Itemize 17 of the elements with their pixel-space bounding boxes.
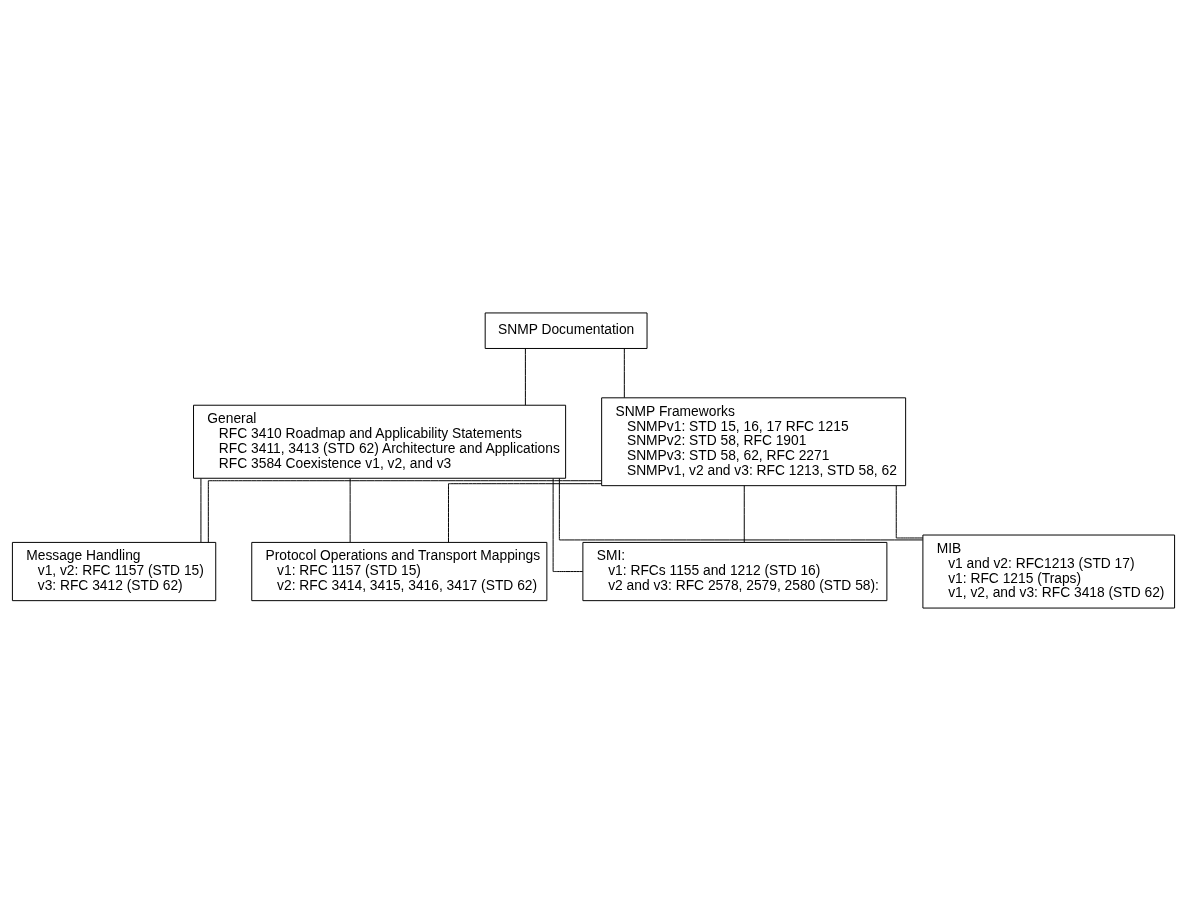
connector [895, 485, 924, 539]
connector [207, 480, 602, 543]
connector [552, 478, 584, 573]
connector [524, 348, 526, 406]
node-box: SMI: v1: RFCs 1155 and 1212 (STD 16) v2 and v3: RFC 2578, 2579, 2580 (STD 58): [582, 541, 888, 602]
connector [200, 478, 202, 543]
node-box: Message Handling v1, v2: RFC 1157 (STD 15) v3: RFC 3412 (STD 62) [11, 541, 217, 602]
connector [349, 478, 351, 543]
node-box: Protocol Operations and Transport Mappings v1: RFC 1157 (STD 15) v2: RFC 3414, 3415, 3416, 3417 (STD 62) [251, 541, 548, 602]
connector [623, 348, 625, 399]
connector [743, 485, 745, 543]
node-box: General RFC 3410 Roadmap and Applicability Statements RFC 3411, 3413 (STD 62) Architecture and Applications RFC 3584 Coexistence v1, v2, and v3 [193, 404, 567, 479]
connector [558, 477, 924, 541]
node-box: MIB v1 and v2: RFC1213 (STD 17) v1: RFC 1215 (Traps) v1, v2, and v3: RFC 3418 (STD 62) [922, 534, 1176, 609]
node-box: SNMP Frameworks SNMPv1: STD 15, 16, 17 RFC 1215 SNMPv2: STD 58, RFC 1901 SNMPv3: STD 58, 62, RFC 2271 SNMPv1, v2 and v3: RFC 1213, STD 58, 62 [601, 397, 907, 487]
connector [448, 483, 602, 543]
node-box: SNMP Documentation [484, 312, 648, 349]
